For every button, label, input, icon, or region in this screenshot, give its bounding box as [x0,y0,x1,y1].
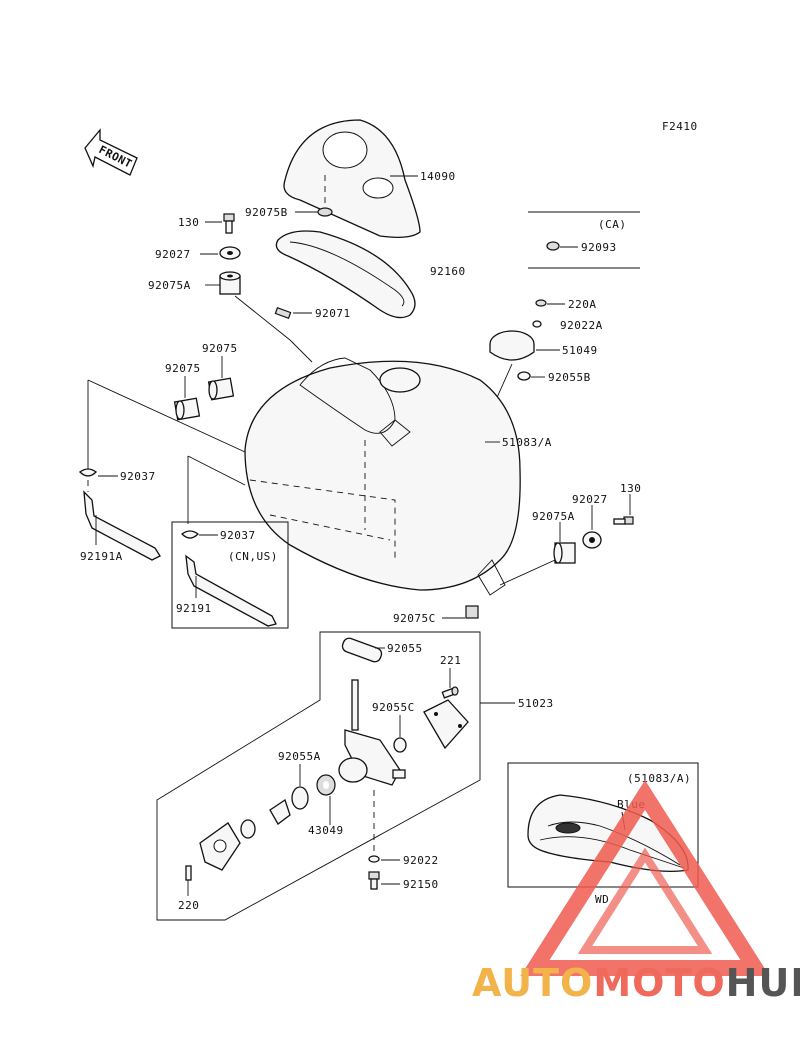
washer-92022A [532,320,542,328]
oring-92055B [517,371,531,381]
screw-220 [185,865,192,881]
watermark-part1: AUTO [472,961,593,1005]
label-92055B: 92055B [548,371,591,384]
grommet-92075B [317,207,333,217]
label-92075-a: 92075 [202,342,238,355]
damper-92075-a [207,377,235,401]
variant-box [507,762,699,888]
label-92191A: 92191A [80,550,123,563]
label-92027-top: 92027 [155,248,191,261]
label-51083A: 51083/A [502,436,552,449]
label-130-top: 130 [178,216,199,229]
label-92055C: 92055C [372,701,415,714]
damper-92075A-top [219,271,241,295]
watermark-part2: MOTO [593,961,725,1005]
oring-92055A [291,786,309,810]
label-92075-b: 92075 [165,362,201,375]
fuel-tank-51083A [244,357,521,596]
label-variant: (51083/A) [627,772,691,785]
meter-cover-part [283,119,421,238]
bolt-92150 [368,871,380,890]
fuel-cap-51049 [489,330,535,361]
hose-92191 [185,554,277,627]
label-92071: 92071 [315,307,351,320]
label-14090: 14090 [420,170,456,183]
label-92191: 92191 [176,602,212,615]
label-220A: 220A [568,298,597,311]
gasket-92055 [341,637,383,663]
label-ca: (CA) [598,218,627,231]
grommet-92093 [546,241,560,251]
tank-side-view [527,794,689,872]
damper-92075-b [173,397,201,421]
front-arrow-icon: FRONT [84,128,138,176]
lever-43049 [316,774,336,796]
bolt-130-right [613,516,634,525]
watermark-triangle-icon [520,780,770,976]
label-92022: 92022 [403,854,439,867]
clip-92071 [274,307,292,319]
label-cn-us: (CN,US) [228,550,278,563]
label-92150: 92150 [403,878,439,891]
label-92055A: 92055A [278,750,321,763]
figure-code: F2410 [662,120,698,133]
gasket-92160 [275,230,416,319]
fuel-cock-body [338,679,406,786]
detent-spring [269,798,291,825]
label-92027-right: 92027 [572,493,608,506]
label-92075A-top: 92075A [148,279,191,292]
clamp-92037-a [79,468,97,477]
screw-221 [441,686,459,699]
label-51023: 51023 [518,697,554,710]
grommet-92075C [465,605,479,619]
oring-92055C [393,737,407,753]
cover-plate [423,699,469,750]
label-92022A: 92022A [560,319,603,332]
label-92075A-right: 92075A [532,510,575,523]
clamp-92037-b [181,530,199,539]
label-92160: 92160 [430,265,466,278]
label-92093: 92093 [581,241,617,254]
hose-92191A [83,480,161,561]
bolt-130-top [223,213,235,234]
label-221: 221 [440,654,461,667]
washer-92027-right [582,531,602,549]
label-51049: 51049 [562,344,598,357]
label-92037-b: 92037 [220,529,256,542]
label-43049: 43049 [308,824,344,837]
label-92075C: 92075C [393,612,436,625]
cn-us-box [171,521,289,629]
washer-92022 [368,855,380,863]
label-92075B: 92075B [245,206,288,219]
label-220: 220 [178,899,199,912]
label-92037-a: 92037 [120,470,156,483]
seal-ring [240,819,256,839]
watermark-part3: HUB [726,961,800,1005]
watermark-logo [520,780,770,976]
fuel-cock-frame [156,631,481,921]
label-130-right: 130 [620,482,641,495]
watermark-text: AUTOMOTOHUB [472,961,800,1005]
screw-220A [535,299,547,307]
label-wd: WD [595,893,609,906]
damper-92075A-right [553,542,576,564]
label-92055: 92055 [387,642,423,655]
